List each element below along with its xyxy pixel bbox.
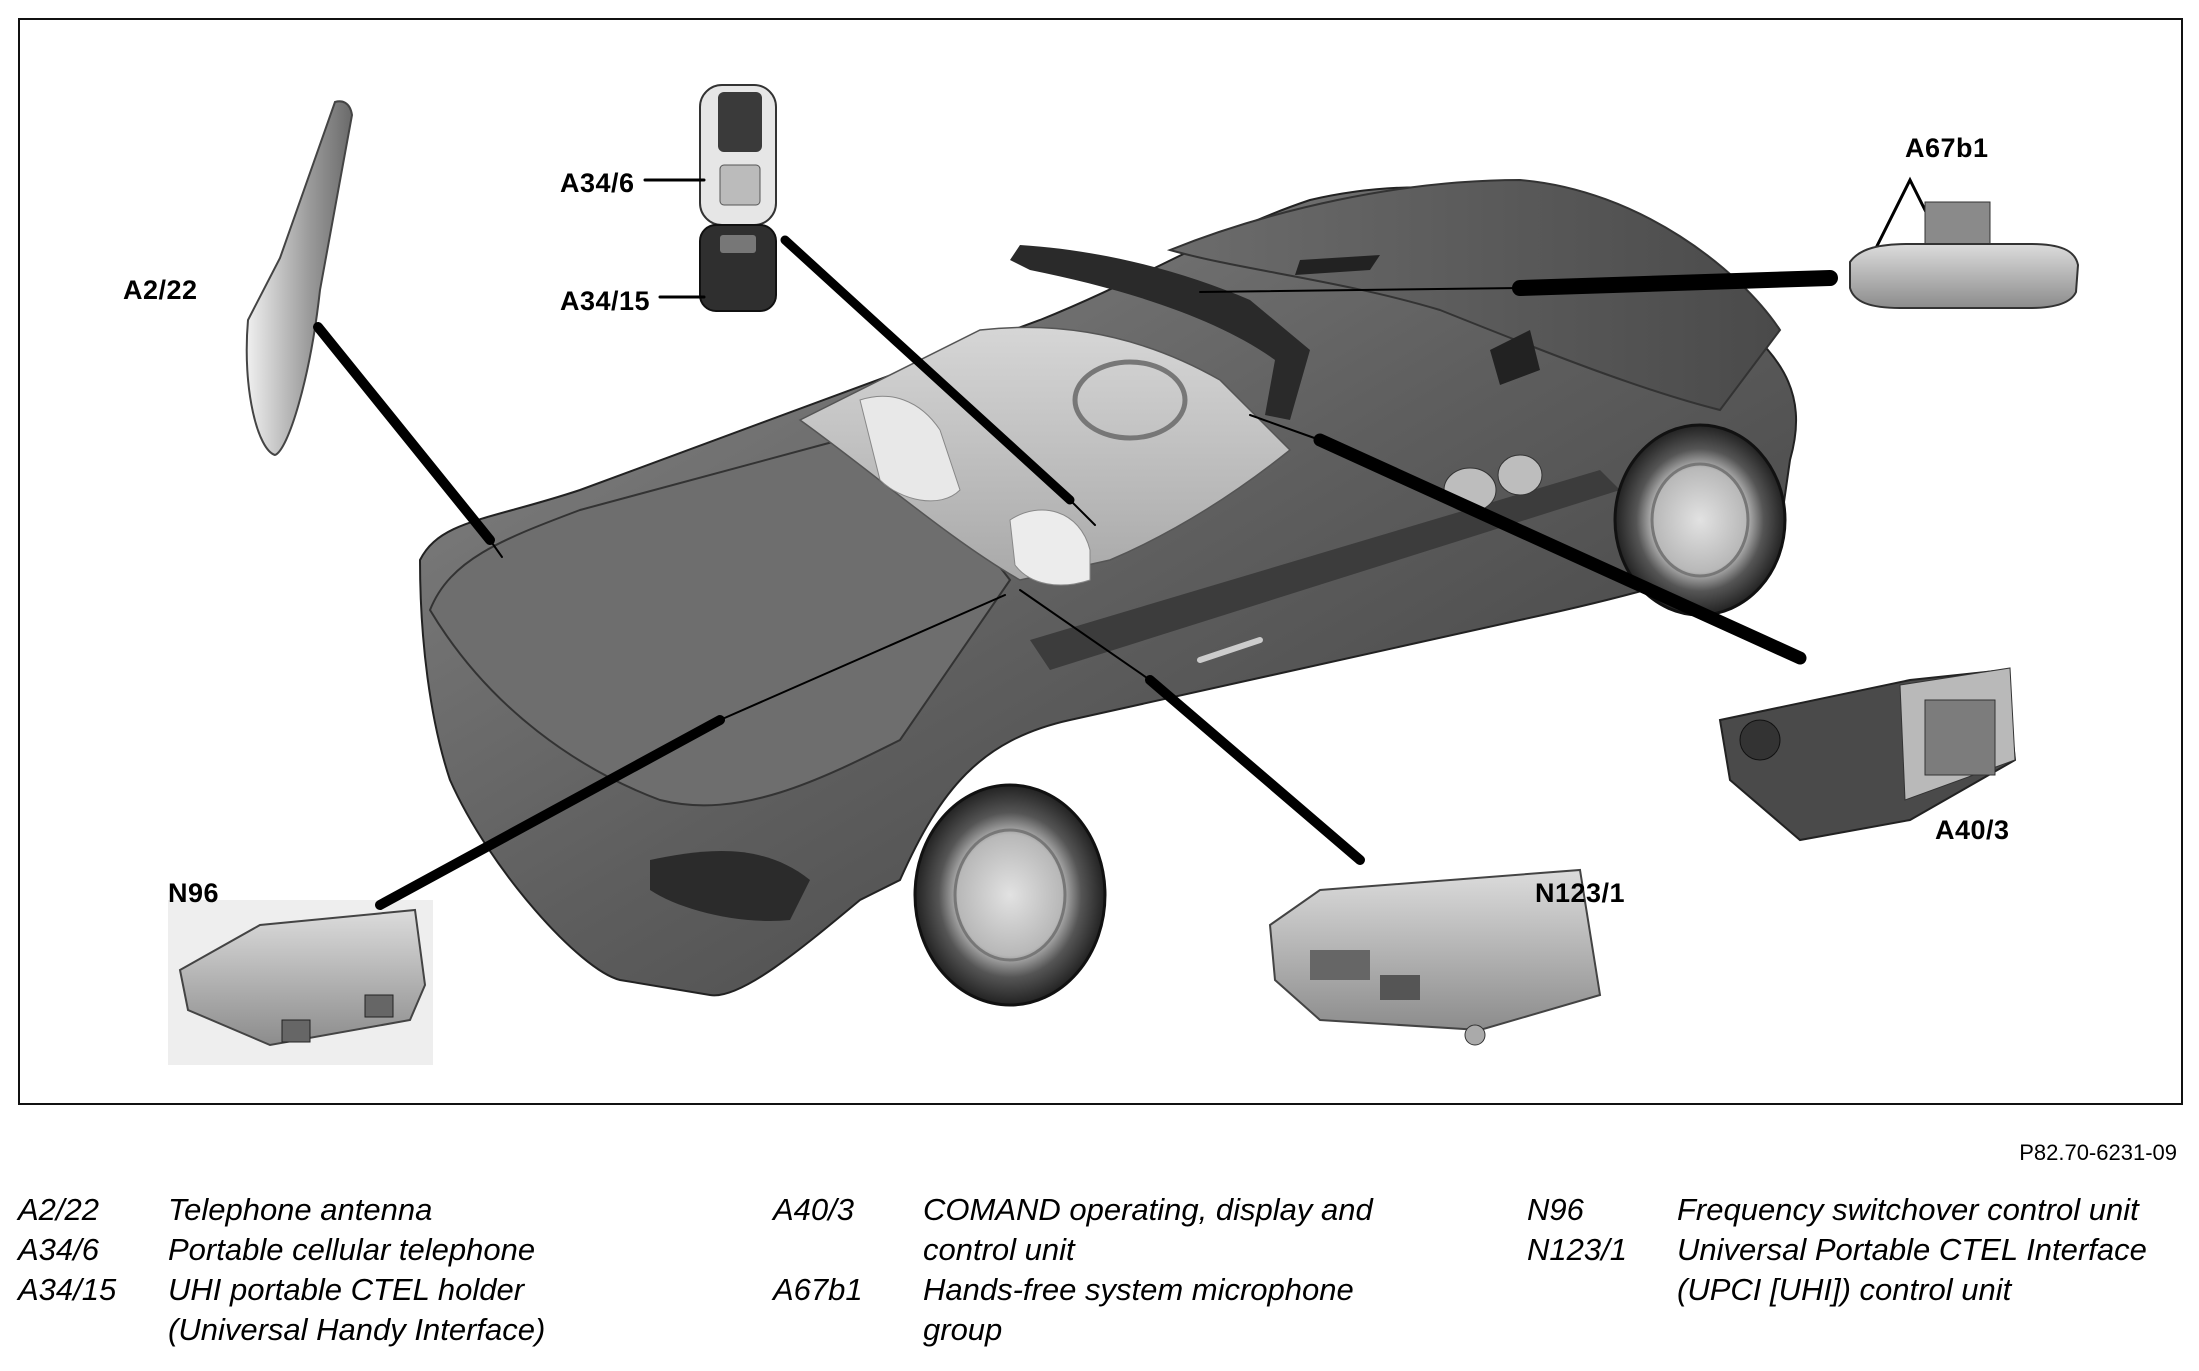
frequency-switchover-unit-illustration — [168, 900, 433, 1065]
legend-entry: A67b1 Hands-free system microphone — [773, 1270, 1373, 1310]
legend-code: N123/1 — [1527, 1232, 1627, 1267]
legend-entry: A34/6 Portable cellular telephone — [18, 1230, 545, 1270]
upci-control-unit-illustration — [1268, 868, 1602, 1046]
legend-column-2: A40/3 COMAND operating, display and cont… — [773, 1190, 1373, 1350]
legend-code: A2/22 — [18, 1192, 100, 1227]
legend-description: Hands-free system microphone — [923, 1272, 1354, 1307]
callout-n123-1: N123/1 — [1535, 878, 1626, 908]
legend-entry-continuation: (UPCI [UHI]) control unit — [1527, 1270, 2147, 1310]
microphone-group-illustration — [1849, 176, 2080, 309]
legend-code: N96 — [1527, 1192, 1584, 1227]
legend-entry-continuation: control unit — [773, 1230, 1373, 1270]
legend-code: A34/6 — [18, 1232, 100, 1267]
figure-code: P82.70-6231-09 — [2019, 1140, 2177, 1165]
callout-a34-15: A34/15 — [560, 286, 651, 316]
legend-entry: A34/15 UHI portable CTEL holder — [18, 1270, 545, 1310]
legend-description: (Universal Handy Interface) — [168, 1312, 546, 1347]
callout-a2-22: A2/22 — [123, 275, 198, 305]
legend-description: Telephone antenna — [168, 1192, 433, 1227]
legend-column-1: A2/22 Telephone antenna A34/6 Portable c… — [18, 1190, 545, 1350]
legend-entry: N96 Frequency switchover control unit — [1527, 1190, 2147, 1230]
legend-entry: N123/1 Universal Portable CTEL Interface — [1527, 1230, 2147, 1270]
legend-description: group — [923, 1312, 1003, 1347]
legend-entry-continuation: (Universal Handy Interface) — [18, 1310, 545, 1350]
callout-a67b1: A67b1 — [1905, 133, 1989, 163]
legend-code: A67b1 — [773, 1272, 863, 1307]
diagram-frame: A2/22 A34/6 A34/15 A67b1 A40/3 N96 N123/… — [18, 18, 2183, 1105]
callout-a34-6: A34/6 — [560, 168, 635, 198]
callout-a40-3: A40/3 — [1935, 815, 2010, 845]
legend-description: COMAND operating, display and — [923, 1192, 1373, 1227]
callout-n96: N96 — [168, 878, 220, 908]
car-illustration — [418, 178, 1798, 1007]
leader-lines — [313, 178, 1838, 910]
legend-description: Portable cellular telephone — [168, 1232, 536, 1267]
comand-unit-illustration — [1718, 667, 2017, 842]
legend-code: A34/15 — [18, 1272, 117, 1307]
car-component-illustration — [168, 84, 2080, 1065]
legend-code: A40/3 — [773, 1192, 855, 1227]
legend-entry: A2/22 Telephone antenna — [18, 1190, 545, 1230]
legend-description: (UPCI [UHI]) control unit — [1677, 1272, 2012, 1307]
legend-description: Universal Portable CTEL Interface — [1677, 1232, 2147, 1267]
telephone-antenna-illustration — [245, 100, 354, 457]
legend-description: UHI portable CTEL holder — [168, 1272, 525, 1307]
legend-entry: A40/3 COMAND operating, display and — [773, 1190, 1373, 1230]
legend-description: Frequency switchover control unit — [1677, 1192, 2139, 1227]
legend-entry-continuation: group — [773, 1310, 1373, 1350]
legend-column-3: N96 Frequency switchover control unit N1… — [1527, 1190, 2147, 1310]
portable-phone-illustration — [699, 84, 777, 312]
legend-description: control unit — [923, 1232, 1075, 1267]
